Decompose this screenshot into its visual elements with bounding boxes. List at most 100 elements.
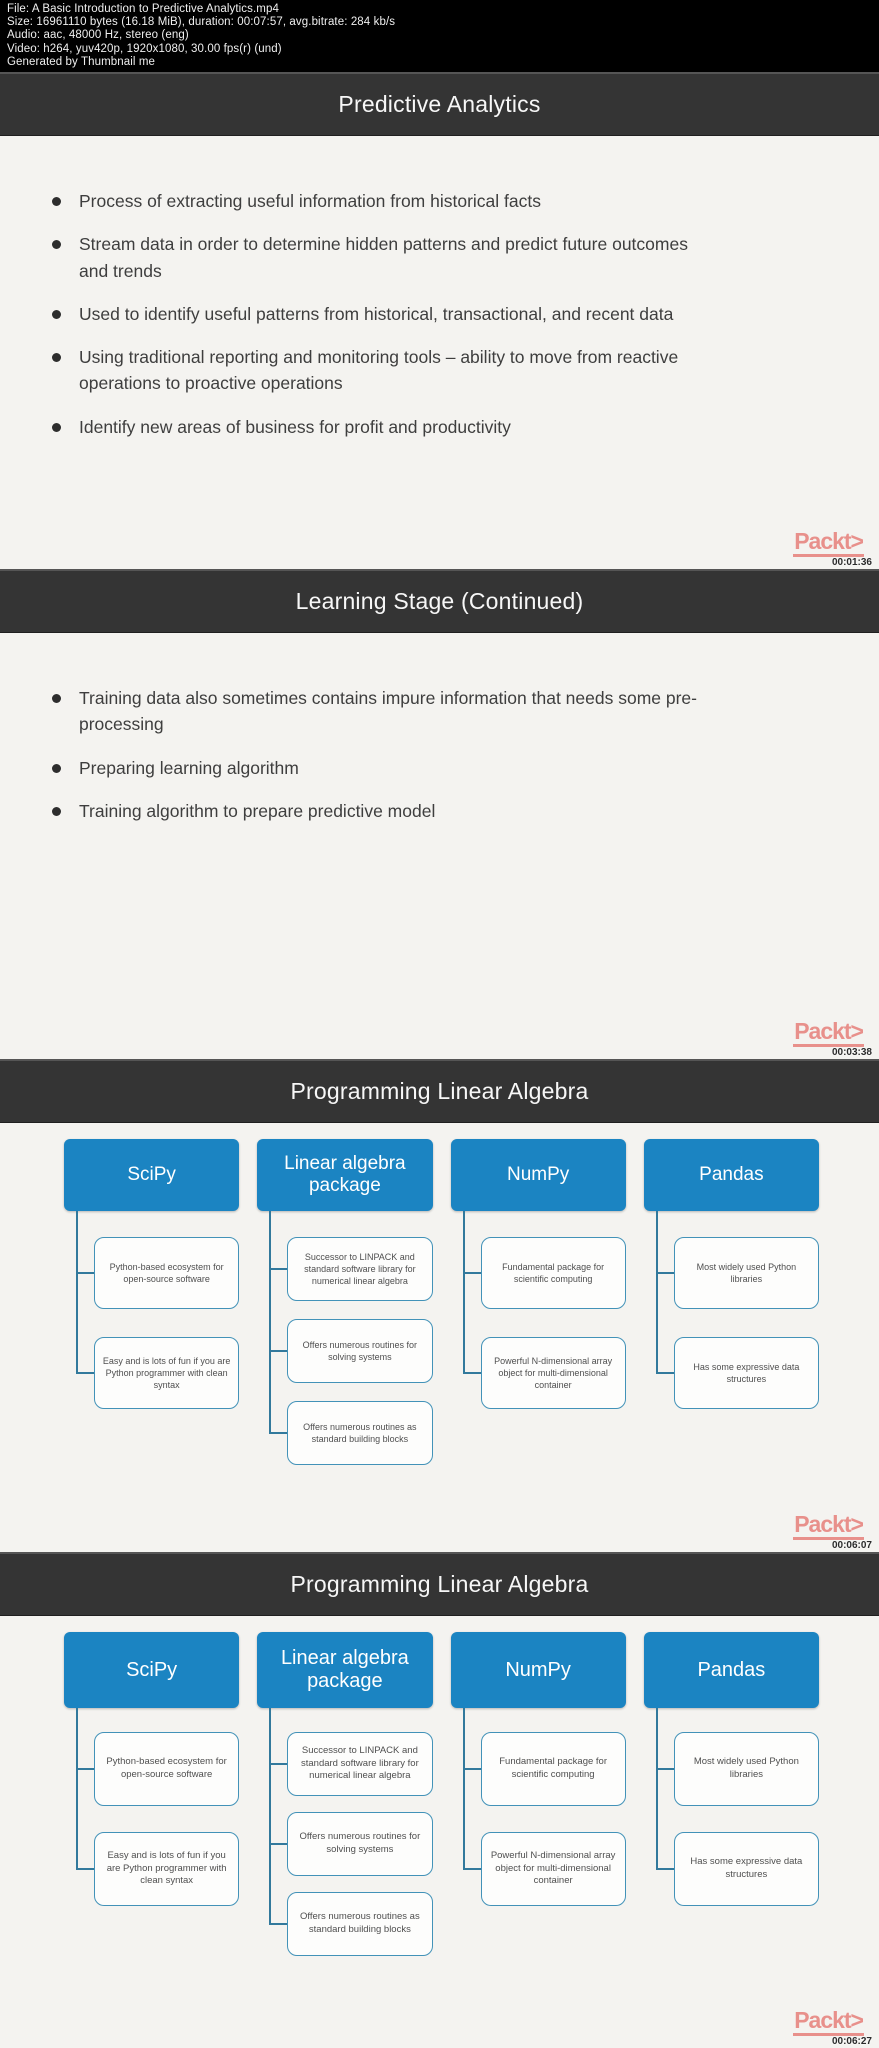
connector-stub [76, 1768, 94, 1770]
slide-frame-2: Learning Stage (Continued) Training data… [0, 569, 879, 1059]
packt-logo: Packt> [793, 1513, 864, 1540]
node-row: Offers numerous routines as standard bui… [269, 1892, 433, 1956]
node-row: Has some expressive data structures [655, 1832, 819, 1906]
packt-branding: Packt> 00:01:36 [793, 530, 872, 568]
bullet-dot [52, 763, 61, 773]
slide-frame-4: Programming Linear Algebra SciPy Python-… [0, 1552, 879, 2048]
diagram-column-numpy: NumPy Fundamental package for scientific… [450, 1632, 626, 1972]
node-box: Easy and is lots of fun if you are Pytho… [94, 1337, 240, 1409]
node-row: Has some expressive data structures [655, 1337, 819, 1409]
diagram-column-scipy: SciPy Python-based ecosystem for open-so… [64, 1139, 240, 1483]
bullet-dot [52, 353, 61, 362]
column-nodes: Python-based ecosystem for open-source s… [76, 1211, 240, 1409]
packt-branding: Packt> 00:06:27 [793, 2009, 872, 2047]
slide-title: Learning Stage (Continued) [0, 569, 879, 633]
node-row: Successor to LINPACK and standard softwa… [269, 1237, 433, 1301]
node-box: Powerful N-dimensional array object for … [480, 1337, 626, 1409]
bullet-item: Training algorithm to prepare predictive… [50, 798, 715, 824]
node-row: Python-based ecosystem for open-source s… [76, 1732, 240, 1806]
node-row: Fundamental package for scientific compu… [462, 1732, 626, 1806]
column-header: NumPy [450, 1139, 626, 1211]
diagram-column-pandas: Pandas Most widely used Python libraries… [643, 1632, 819, 1972]
bullet-dot [52, 197, 61, 206]
node-row: Offers numerous routines for solving sys… [269, 1812, 433, 1876]
node-box: Easy and is lots of fun if you are Pytho… [94, 1832, 240, 1906]
node-box: Python-based ecosystem for open-source s… [94, 1237, 240, 1309]
column-nodes: Fundamental package for scientific compu… [462, 1211, 626, 1409]
node-row: Successor to LINPACK and standard softwa… [269, 1732, 433, 1796]
connector-stub [462, 1272, 481, 1274]
meta-line-video: Video: h264, yuv420p, 1920x1080, 30.00 f… [7, 42, 282, 55]
connector-stub [655, 1272, 674, 1274]
bullet-dot [52, 240, 61, 250]
column-nodes: Fundamental package for scientific compu… [462, 1708, 626, 1906]
packt-logo: Packt> [793, 1020, 864, 1047]
column-nodes: Most widely used Python libraries Has so… [655, 1708, 819, 1906]
connector-stub [655, 1372, 674, 1374]
column-nodes: Successor to LINPACK and standard softwa… [269, 1708, 433, 1956]
bullet-text: Preparing learning algorithm [79, 757, 299, 778]
bullet-dot [52, 309, 61, 319]
node-row: Fundamental package for scientific compu… [462, 1237, 626, 1309]
frame-timestamp: 00:06:07 [831, 1540, 872, 1551]
bullet-item: Training data also sometimes contains im… [50, 685, 715, 738]
connector-stub [76, 1272, 94, 1274]
node-box: Offers numerous routines for solving sys… [287, 1319, 433, 1383]
column-nodes: Python-based ecosystem for open-source s… [76, 1708, 240, 1906]
bullet-dot [52, 422, 61, 432]
diagram-column-pandas: Pandas Most widely used Python libraries… [643, 1139, 819, 1483]
bullet-item: Process of extracting useful information… [50, 188, 715, 214]
packt-branding: Packt> 00:06:07 [793, 1513, 872, 1551]
node-box: Python-based ecosystem for open-source s… [94, 1732, 240, 1806]
bullet-text: Training data also sometimes contains im… [79, 688, 697, 735]
connector-line [269, 1708, 272, 1924]
connector-stub [269, 1763, 288, 1765]
column-header: Pandas [643, 1139, 819, 1211]
diagram-column-linear-algebra: Linear algebra package Successor to LINP… [257, 1632, 433, 1972]
packt-branding: Packt> 00:03:38 [793, 1020, 872, 1058]
node-box: Successor to LINPACK and standard softwa… [287, 1732, 433, 1796]
bullet-item: Preparing learning algorithm [50, 755, 715, 781]
node-box: Offers numerous routines for solving sys… [287, 1812, 433, 1876]
bullet-text: Stream data in order to determine hidden… [79, 234, 688, 281]
node-box: Successor to LINPACK and standard softwa… [287, 1237, 433, 1301]
connector-stub [462, 1372, 481, 1374]
connector-line [655, 1211, 658, 1373]
slide-title: Programming Linear Algebra [0, 1552, 879, 1616]
node-box: Has some expressive data structures [673, 1337, 819, 1409]
slide-frame-1: Predictive Analytics Process of extracti… [0, 72, 879, 569]
meta-line-generator: Generated by Thumbnail me [7, 55, 156, 68]
node-box: Offers numerous routines as standard bui… [287, 1892, 433, 1956]
column-nodes: Most widely used Python libraries Has so… [655, 1211, 819, 1409]
frame-timestamp: 00:03:38 [831, 1047, 872, 1058]
node-box: Fundamental package for scientific compu… [480, 1237, 626, 1309]
node-row: Most widely used Python libraries [655, 1237, 819, 1309]
bullet-dot [52, 806, 61, 816]
node-row: Easy and is lots of fun if you are Pytho… [76, 1337, 240, 1409]
column-header: SciPy [64, 1139, 240, 1211]
slide-title: Predictive Analytics [0, 72, 879, 136]
connector-stub [269, 1843, 288, 1845]
connector-line [462, 1211, 465, 1373]
column-nodes: Successor to LINPACK and standard softwa… [269, 1211, 433, 1465]
connector-stub [462, 1868, 481, 1870]
meta-line-file: File: A Basic Introduction to Predictive… [7, 3, 279, 15]
connector-stub [76, 1372, 94, 1374]
bullet-text: Using traditional reporting and monitori… [79, 347, 679, 394]
node-box: Most widely used Python libraries [673, 1237, 819, 1309]
bullet-text: Process of extracting useful information… [79, 191, 541, 211]
slide-body: Training data also sometimes contains im… [0, 633, 879, 1059]
packt-logo: Packt> [793, 530, 864, 557]
node-row: Offers numerous routines as standard bui… [269, 1401, 433, 1465]
meta-line-audio: Audio: aac, 48000 Hz, stereo (eng) [7, 29, 189, 42]
diagram-column-linear-algebra: Linear algebra package Successor to LINP… [257, 1139, 433, 1483]
slide-body: SciPy Python-based ecosystem for open-so… [0, 1616, 879, 2048]
connector-stub [76, 1868, 94, 1870]
media-info-header: File: A Basic Introduction to Predictive… [0, 0, 879, 72]
bullet-list: Process of extracting useful information… [0, 136, 879, 440]
slide-body: SciPy Python-based ecosystem for open-so… [0, 1123, 879, 1552]
node-box: Offers numerous routines as standard bui… [287, 1401, 433, 1465]
connector-stub [269, 1268, 288, 1270]
column-header: NumPy [450, 1632, 626, 1708]
diagram-column-numpy: NumPy Fundamental package for scientific… [450, 1139, 626, 1483]
